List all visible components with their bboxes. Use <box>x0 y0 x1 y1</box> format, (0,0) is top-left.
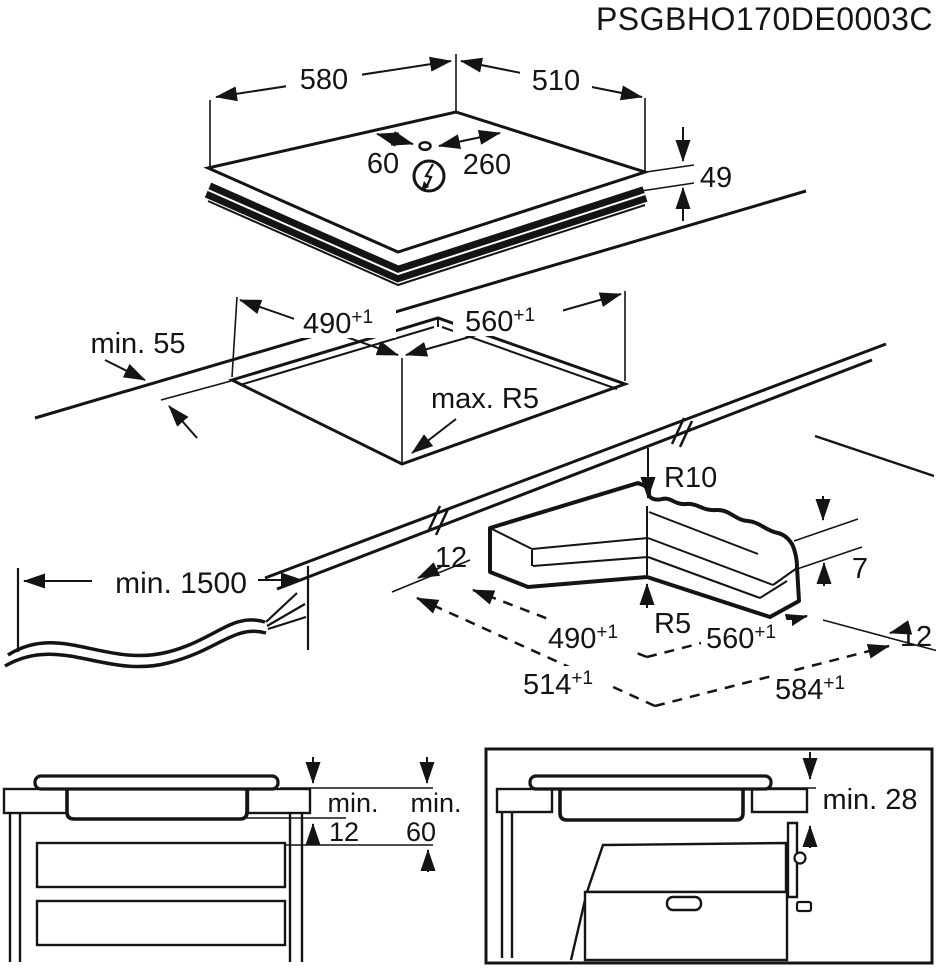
oven-clearance-view: min. 28 <box>484 747 934 965</box>
dim-edge-left: 12 <box>435 542 467 574</box>
dim-front-clearance: min. 55 <box>90 328 185 360</box>
oven-handle <box>665 895 703 912</box>
dim-edge-right: 12 <box>900 621 932 653</box>
oven <box>569 841 789 962</box>
connection-point <box>418 140 432 152</box>
hob-top-view: 580 510 60 260 49 <box>203 54 732 287</box>
drawer-clearance-view: min. min. 12 60 <box>2 757 462 962</box>
dim-cutout-width: 560+1 <box>465 305 535 338</box>
dim-conn-right: 260 <box>463 149 511 181</box>
lightning-icon <box>412 159 446 193</box>
hob-glass-right-section <box>528 774 773 791</box>
dim-cutout-radius: max. R5 <box>431 383 539 415</box>
dim-outer-width: 584+1 <box>775 673 845 706</box>
label-min-a: min. <box>327 788 378 818</box>
dim-cable-length: min. 1500 <box>115 567 247 600</box>
cable-view: min. 1500 <box>4 566 310 669</box>
dim-conn-left: 60 <box>367 148 399 180</box>
dim-corner-radius-top: R10 <box>664 462 717 494</box>
drawer-upper <box>35 841 287 889</box>
label-min-b: min. <box>410 788 461 818</box>
worktop-cutout-view: min. 55 490+1 560+1 max. R5 <box>34 189 807 466</box>
dim-worktop-drawer: 60 <box>406 817 436 847</box>
corner-detail-view: R10 R5 7 12 490+1 560+1 514+1 584+1 12 <box>264 342 936 708</box>
cable-wire-ends <box>265 592 307 631</box>
dim-cut-width: 560+1 <box>706 622 776 655</box>
dim-step-depth: 7 <box>852 553 868 585</box>
section-frame <box>484 747 934 965</box>
hob-glass-left-section <box>33 774 280 791</box>
drawer-lower <box>35 899 287 947</box>
dim-corner-radius-inner: R5 <box>654 608 691 640</box>
dim-drawer-gap: 12 <box>329 817 359 847</box>
dim-cutout-depth: 490+1 <box>303 307 373 340</box>
dim-cut-depth: 490+1 <box>548 622 618 655</box>
dim-hob-depth: 510 <box>532 65 580 97</box>
dim-outer-depth: 514+1 <box>523 668 593 701</box>
model-code: PSGBHO170DE0003C <box>596 1 933 37</box>
dim-hob-height: 49 <box>700 162 732 194</box>
dim-hob-width: 580 <box>300 64 348 96</box>
dim-oven-clearance: min. 28 <box>822 784 917 816</box>
